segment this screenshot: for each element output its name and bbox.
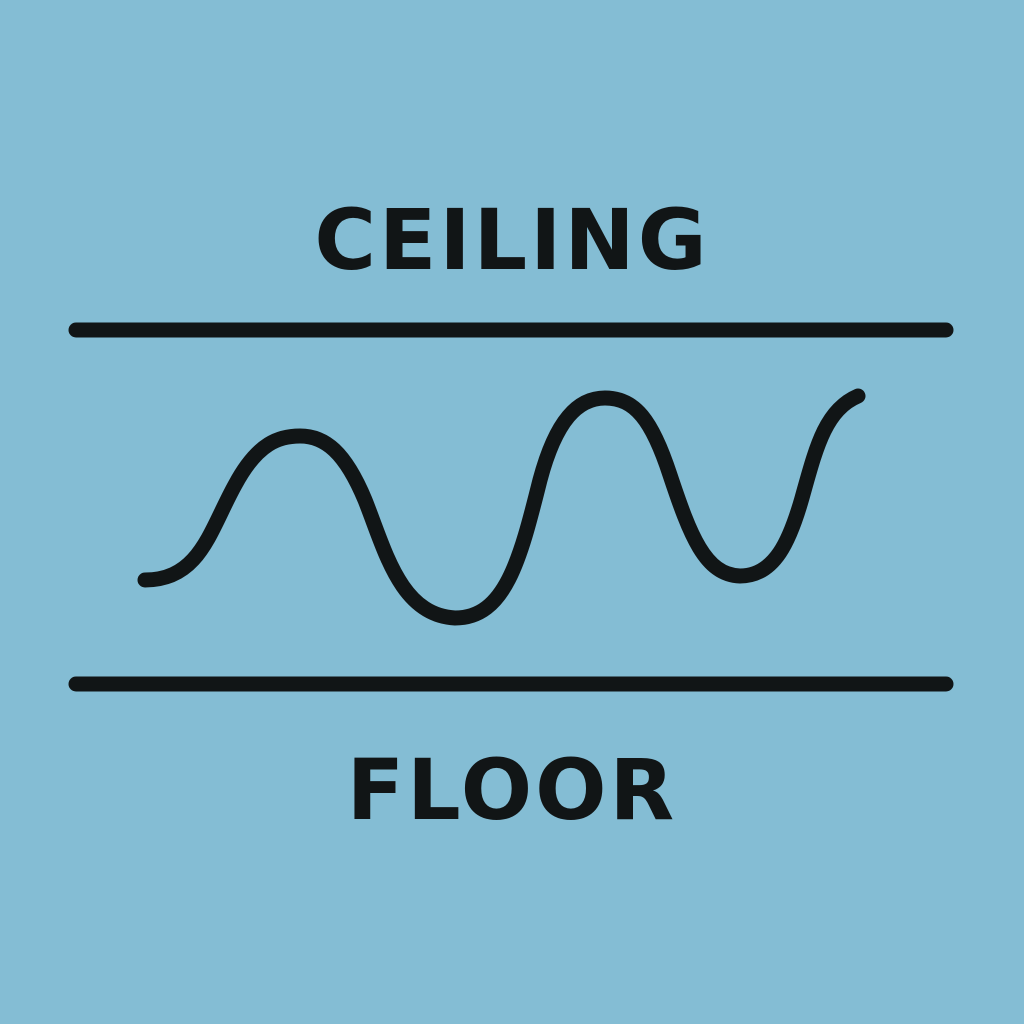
ceiling-label: CEILING [314, 191, 710, 289]
floor-label: FLOOR [346, 741, 678, 839]
oscillating-wave [137, 388, 866, 626]
